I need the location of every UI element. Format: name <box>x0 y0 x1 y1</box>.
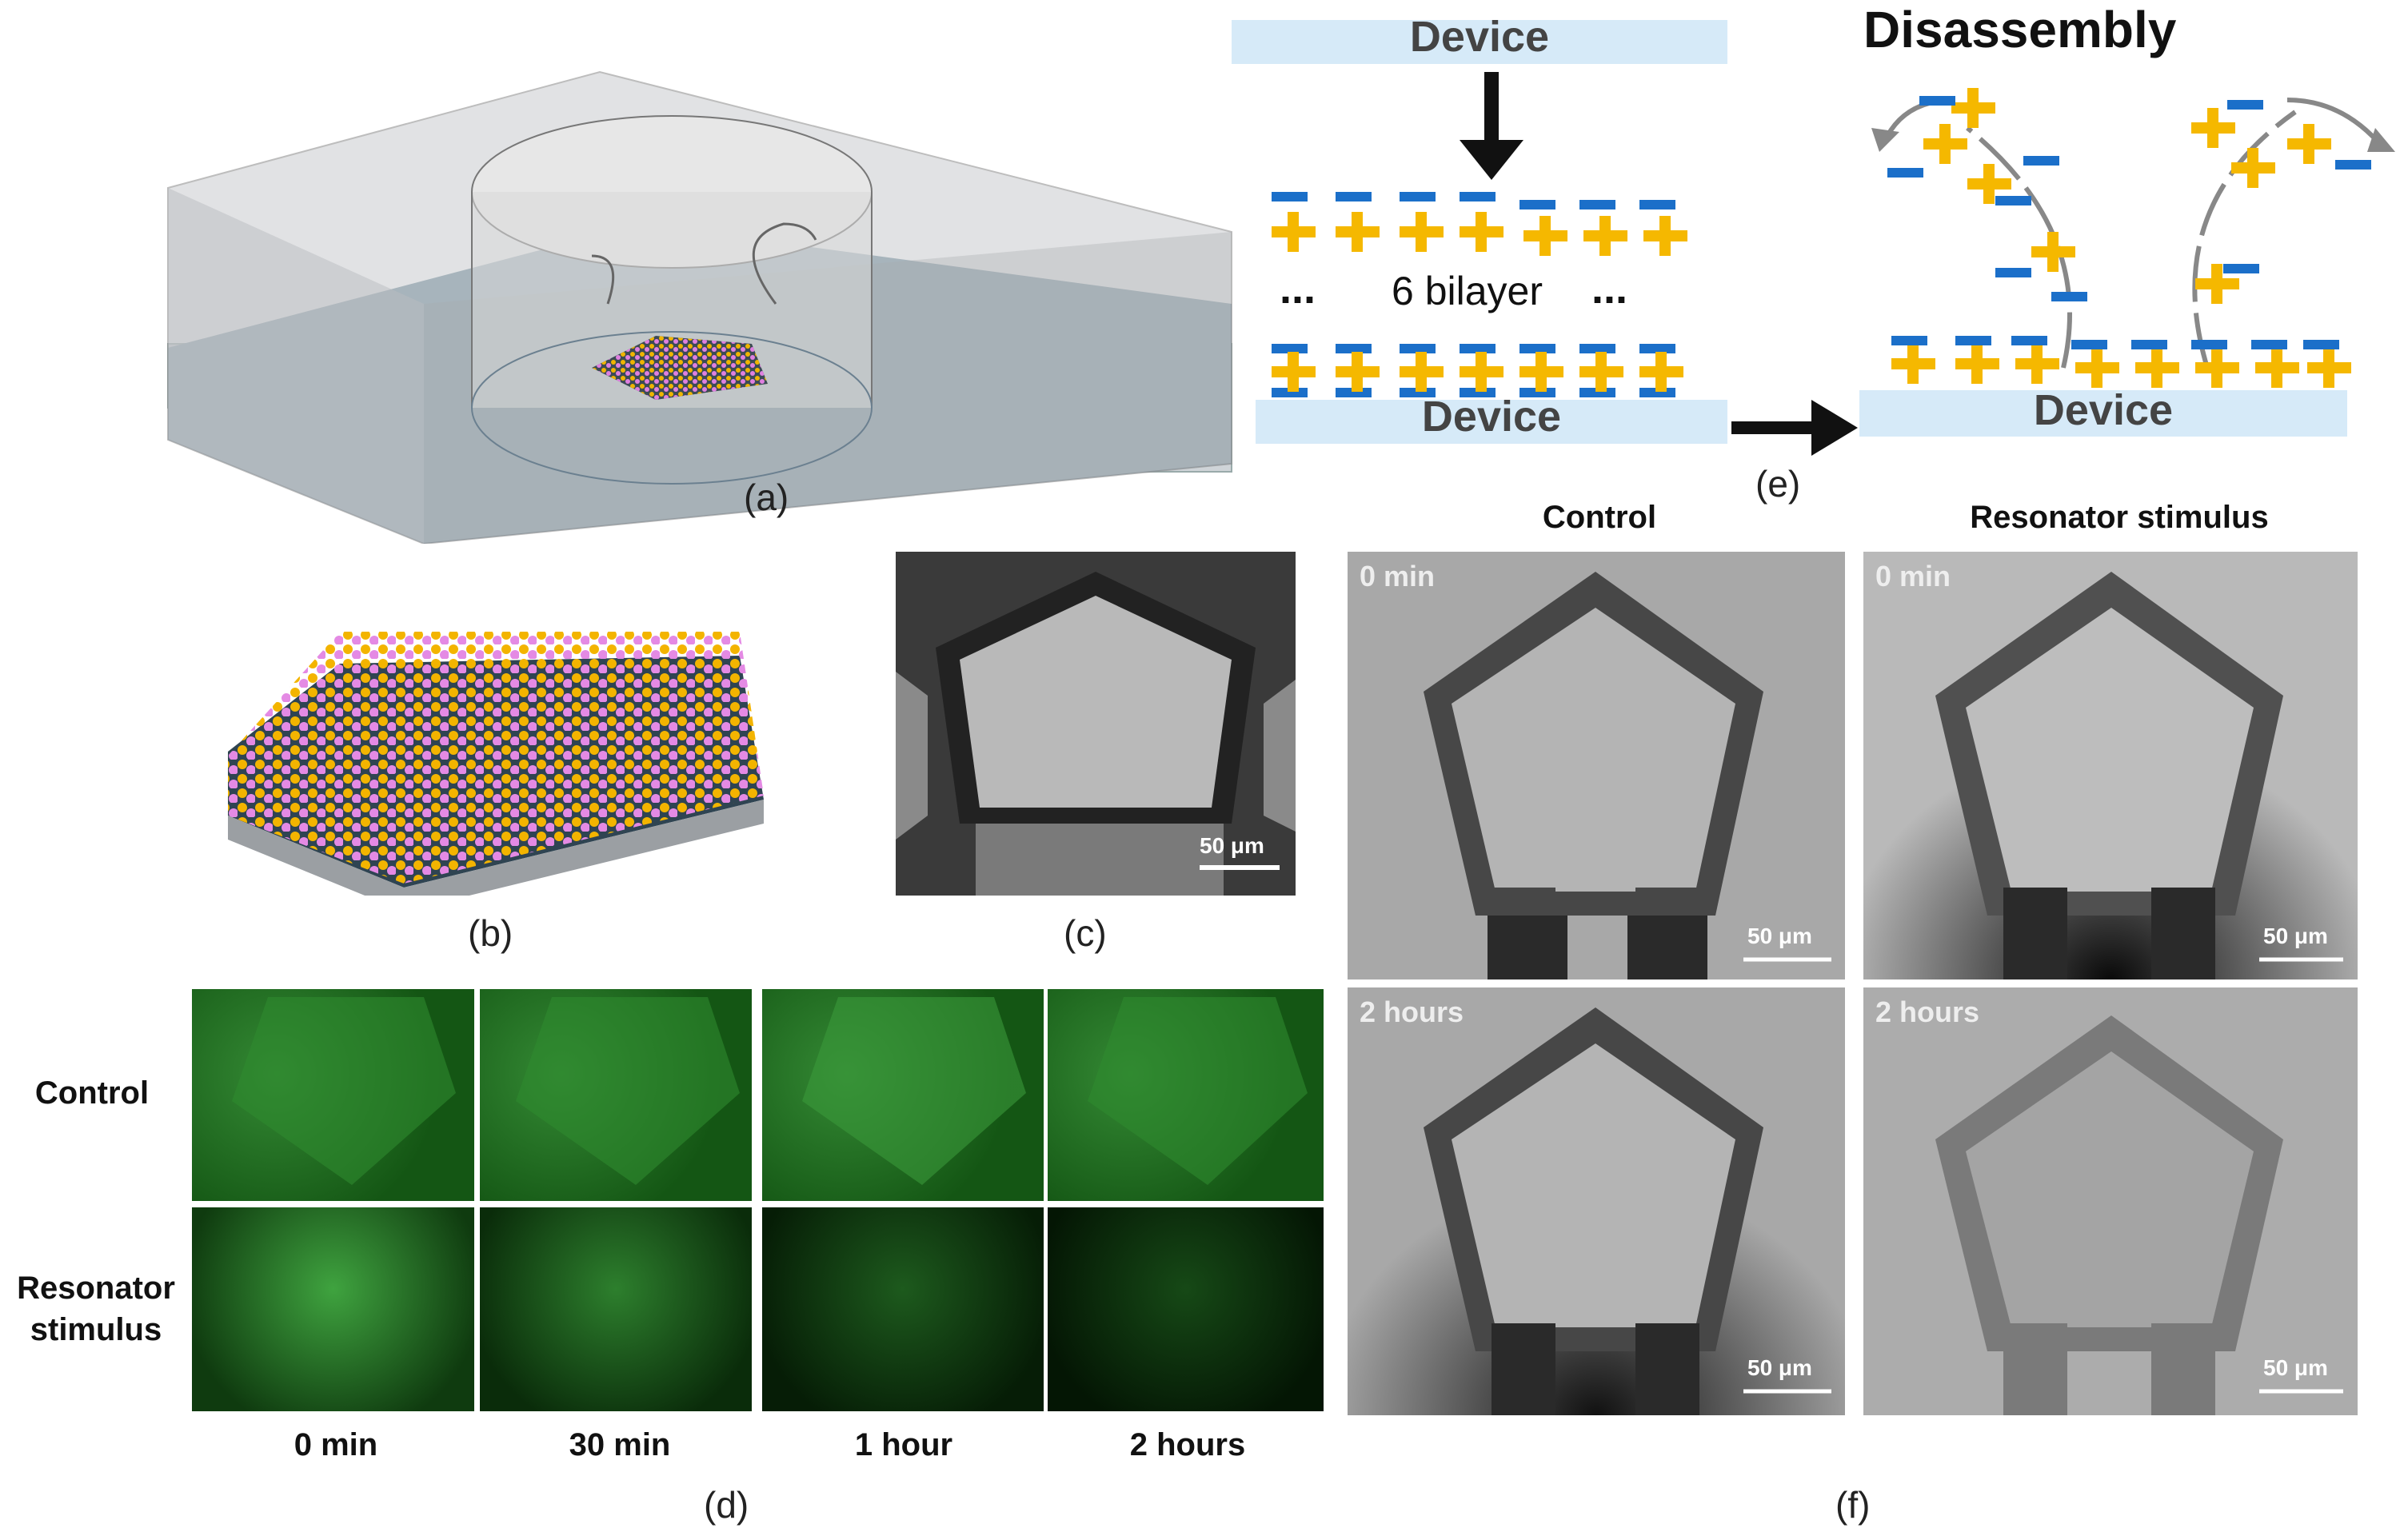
panel-e-ellipsis-left: ... <box>1280 265 1316 313</box>
panel-f-caption: (f) <box>1835 1484 1871 1526</box>
sem-stimulus-2hours: 2 hours 50 μm <box>1863 987 2358 1415</box>
panel-a-illustration <box>160 64 1248 544</box>
panel-f-col-header-stimulus: Resonator stimulus <box>1970 500 2269 535</box>
panel-b-caption: (b) <box>468 912 513 954</box>
panel-e-device-bottom <box>1256 400 1727 444</box>
panel-c-scale-bar-label: 50 μm <box>1200 833 1264 858</box>
panel-e-disassembly-scene <box>1871 88 2395 388</box>
panel-d-row-label-control: Control <box>34 1075 150 1111</box>
panel-d-col-label-30min: 30 min <box>569 1427 671 1462</box>
panel-e-device-right-label: Device <box>2033 386 2174 434</box>
sem-stimulus-2hours-time: 2 hours <box>1875 995 1980 1028</box>
panel-d-col-label-0min: 0 min <box>294 1427 378 1462</box>
panel-c-sem: 50 μm <box>896 552 1296 896</box>
panel-e-device-right <box>1859 390 2347 437</box>
panel-e-right-arrow <box>1731 400 1858 456</box>
sem-stimulus-2hours-scale: 50 μm <box>2263 1355 2328 1380</box>
gfp-control-1hour <box>762 989 1044 1201</box>
gfp-control-30min <box>480 989 752 1201</box>
panel-e-ellipsis-right: ... <box>1591 265 1628 313</box>
panel-c-caption: (c) <box>1064 912 1107 954</box>
gfp-stimulus-2hours <box>1048 1207 1324 1411</box>
panel-e-bilayer-label: 6 bilayer <box>1392 269 1543 313</box>
panel-e-disassembly-title: Disassembly <box>1863 1 2177 58</box>
panel-d-col-label-1hour: 1 hour <box>854 1427 953 1462</box>
gfp-control-0min <box>192 989 474 1201</box>
panel-e-down-arrow <box>1460 72 1523 180</box>
panel-e-charge-layers <box>1272 192 1687 397</box>
panel-e-device-top <box>1232 20 1727 64</box>
panel-d-row-label-stimulus: Resonator stimulus <box>17 1271 175 1347</box>
sem-control-2hours: 2 hours 50 μm <box>1348 987 1845 1415</box>
gfp-control-2hours <box>1048 989 1324 1201</box>
sem-control-0min-time: 0 min <box>1360 560 1436 592</box>
gfp-stimulus-1hour <box>762 1207 1044 1411</box>
sem-control-2hours-scale: 50 μm <box>1747 1355 1812 1380</box>
panel-e-device-bottom-label: Device <box>1421 393 1562 441</box>
sem-control-0min: 0 min 50 μm <box>1348 552 1845 979</box>
panel-f-col-header-control: Control <box>1542 500 1657 535</box>
panel-a-caption: (a) <box>744 477 789 518</box>
panel-d-col-label-2hours: 2 hours <box>1129 1427 1246 1462</box>
sem-stimulus-0min-scale: 50 μm <box>2263 924 2328 948</box>
sem-stimulus-0min: 0 min 50 μm <box>1863 552 2358 979</box>
panel-d-caption: (d) <box>704 1484 749 1526</box>
panel-e-device-top-label: Device <box>1409 13 1550 61</box>
sem-stimulus-0min-time: 0 min <box>1875 560 1951 592</box>
gfp-stimulus-0min <box>192 1207 474 1411</box>
sem-control-0min-scale: 50 μm <box>1747 924 1812 948</box>
panel-e-caption: (e) <box>1755 463 1801 505</box>
panel-b-illustration <box>220 616 780 896</box>
gfp-stimulus-30min <box>480 1207 752 1411</box>
sem-control-2hours-time: 2 hours <box>1360 995 1464 1028</box>
